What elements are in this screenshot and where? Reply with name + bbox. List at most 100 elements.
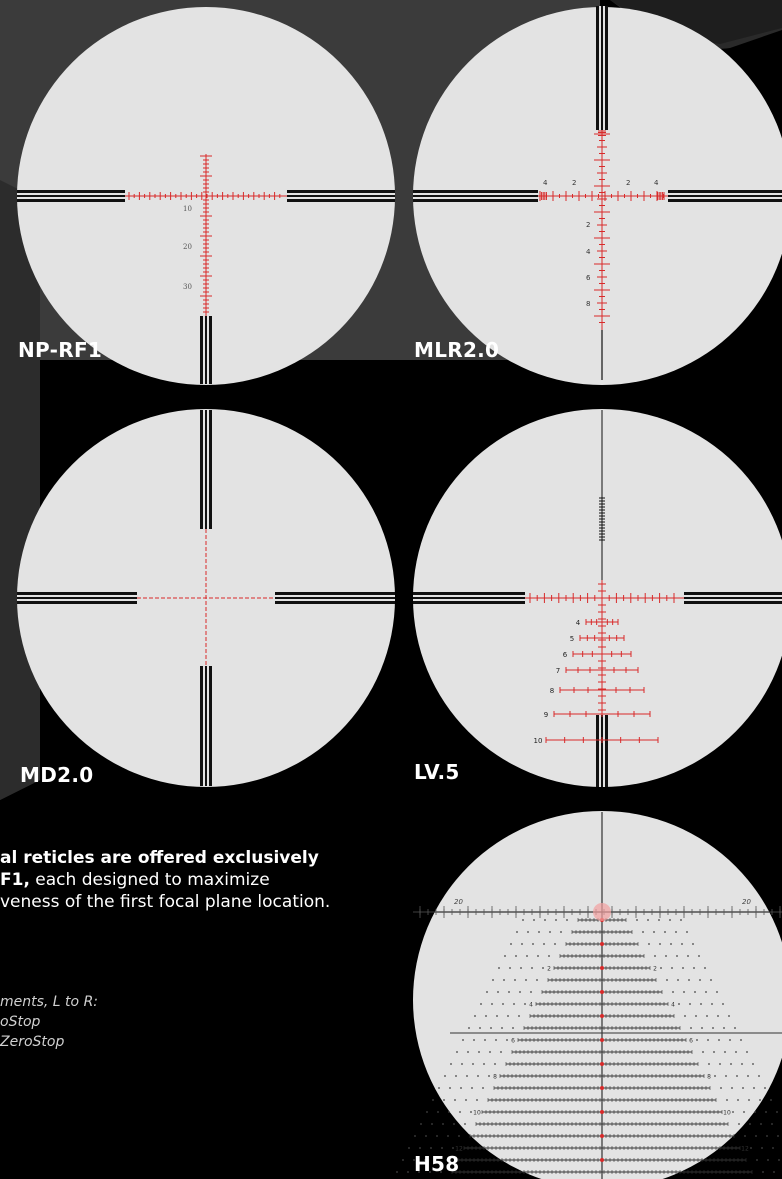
holdover-dot	[743, 1111, 745, 1113]
holdover-dot	[489, 1051, 491, 1053]
holdover-dot	[443, 1099, 445, 1101]
center-red-dot	[600, 966, 604, 970]
holdover-dot	[476, 1099, 478, 1101]
holdover-dot	[530, 991, 532, 993]
holdover-dot	[730, 1063, 732, 1065]
holdover-dot	[506, 1039, 508, 1041]
holdover-dot	[736, 1075, 738, 1077]
holdover-dot	[717, 1015, 719, 1017]
reticle-number: 4	[529, 1002, 533, 1009]
description-line-1: al reticles are offered exclusively	[0, 848, 319, 868]
holdover-dot	[435, 1159, 437, 1161]
holdover-dot	[696, 1039, 698, 1041]
holdover-dot	[544, 919, 546, 921]
holdover-dot	[526, 955, 528, 957]
holdover-dot	[455, 1075, 457, 1077]
holdover-dot	[734, 1027, 736, 1029]
holdover-dot	[474, 1015, 476, 1017]
reticle-number: 4	[576, 619, 581, 627]
holdover-dot	[677, 979, 679, 981]
holdover-dot	[461, 1063, 463, 1065]
holdover-dot	[543, 943, 545, 945]
holdover-dot	[473, 1039, 475, 1041]
holdover-dot	[436, 1135, 438, 1137]
holdover-dot	[490, 1027, 492, 1029]
holdover-dot	[678, 1003, 680, 1005]
holdover-dot	[515, 955, 517, 957]
holdover-dot	[454, 1099, 456, 1101]
label-np-rf1: NP-RF1	[18, 338, 103, 362]
reticle-number: 10	[723, 1110, 731, 1117]
holdover-dot	[706, 1015, 708, 1017]
holdover-dot	[712, 1027, 714, 1029]
reticle-number: 6	[689, 1038, 693, 1045]
holdover-dot	[776, 1111, 778, 1113]
holdover-dot	[548, 955, 550, 957]
label-lv5: LV.5	[414, 760, 460, 784]
holdover-dot	[669, 919, 671, 921]
post-bottom	[200, 316, 212, 384]
reticle-number: 2	[547, 966, 551, 973]
holdover-dot	[441, 1147, 443, 1149]
holdover-dot	[753, 1087, 755, 1089]
holdover-dot	[522, 919, 524, 921]
holdover-dot	[747, 1075, 749, 1077]
holdover-dot	[483, 1063, 485, 1065]
mlr-h-num: 2	[572, 179, 576, 187]
holdover-dot	[719, 1063, 721, 1065]
holdover-dot	[516, 931, 518, 933]
holdover-dot	[533, 919, 535, 921]
holdover-dot	[396, 1171, 398, 1173]
holdover-dot	[527, 931, 529, 933]
holdover-dot	[760, 1123, 762, 1125]
holdover-dot	[419, 1147, 421, 1149]
holdover-dot	[686, 931, 688, 933]
description-line-3: veness of the first focal plane location…	[0, 892, 331, 912]
holdover-dot	[450, 1063, 452, 1065]
label-h58: H58	[414, 1152, 460, 1176]
holdover-dot	[728, 1015, 730, 1017]
holdover-dot	[658, 919, 660, 921]
holdover-dot	[519, 991, 521, 993]
holdover-dot	[664, 931, 666, 933]
holdover-dot	[666, 979, 668, 981]
holdover-dot	[737, 1099, 739, 1101]
holdover-dot	[524, 1003, 526, 1005]
holdover-dot	[521, 943, 523, 945]
mlr-v-num: 6	[586, 274, 591, 282]
center-red-dot	[600, 1086, 604, 1090]
holdover-dot	[514, 979, 516, 981]
reticle-number: 8	[550, 687, 554, 695]
holdover-dot	[665, 955, 667, 957]
holdover-dot	[407, 1171, 409, 1173]
holdover-dot	[765, 1111, 767, 1113]
holdover-dot	[431, 1123, 433, 1125]
holdover-dot	[722, 1003, 724, 1005]
holdover-dot	[777, 1135, 779, 1137]
center-red-dot	[600, 1038, 604, 1042]
holdover-dot	[494, 1063, 496, 1065]
holdover-dot	[748, 1099, 750, 1101]
reticle-number: 5	[570, 635, 574, 643]
holdover-dot	[432, 1099, 434, 1101]
holdover-dot	[671, 967, 673, 969]
holdover-dot	[653, 931, 655, 933]
caption-line-1: ments, L to R:	[0, 994, 99, 1010]
description-line-2: F1, each designed to maximize	[0, 869, 410, 891]
holdover-dot	[472, 1063, 474, 1065]
holdover-dot	[503, 979, 505, 981]
reticle-number: 10	[534, 737, 543, 745]
holdover-dot	[518, 1015, 520, 1017]
holdover-dot	[437, 1111, 439, 1113]
holdover-dot	[430, 1147, 432, 1149]
holdover-dot	[735, 1051, 737, 1053]
holdover-dot	[536, 979, 538, 981]
holdover-dot	[676, 955, 678, 957]
holdover-dot	[453, 1123, 455, 1125]
holdover-dot	[772, 1147, 774, 1149]
holdover-dot	[681, 943, 683, 945]
mlr-v-num: 4	[586, 248, 591, 256]
holdover-dot	[693, 967, 695, 969]
holdover-dot	[456, 1051, 458, 1053]
description-f1: F1,	[0, 870, 30, 890]
